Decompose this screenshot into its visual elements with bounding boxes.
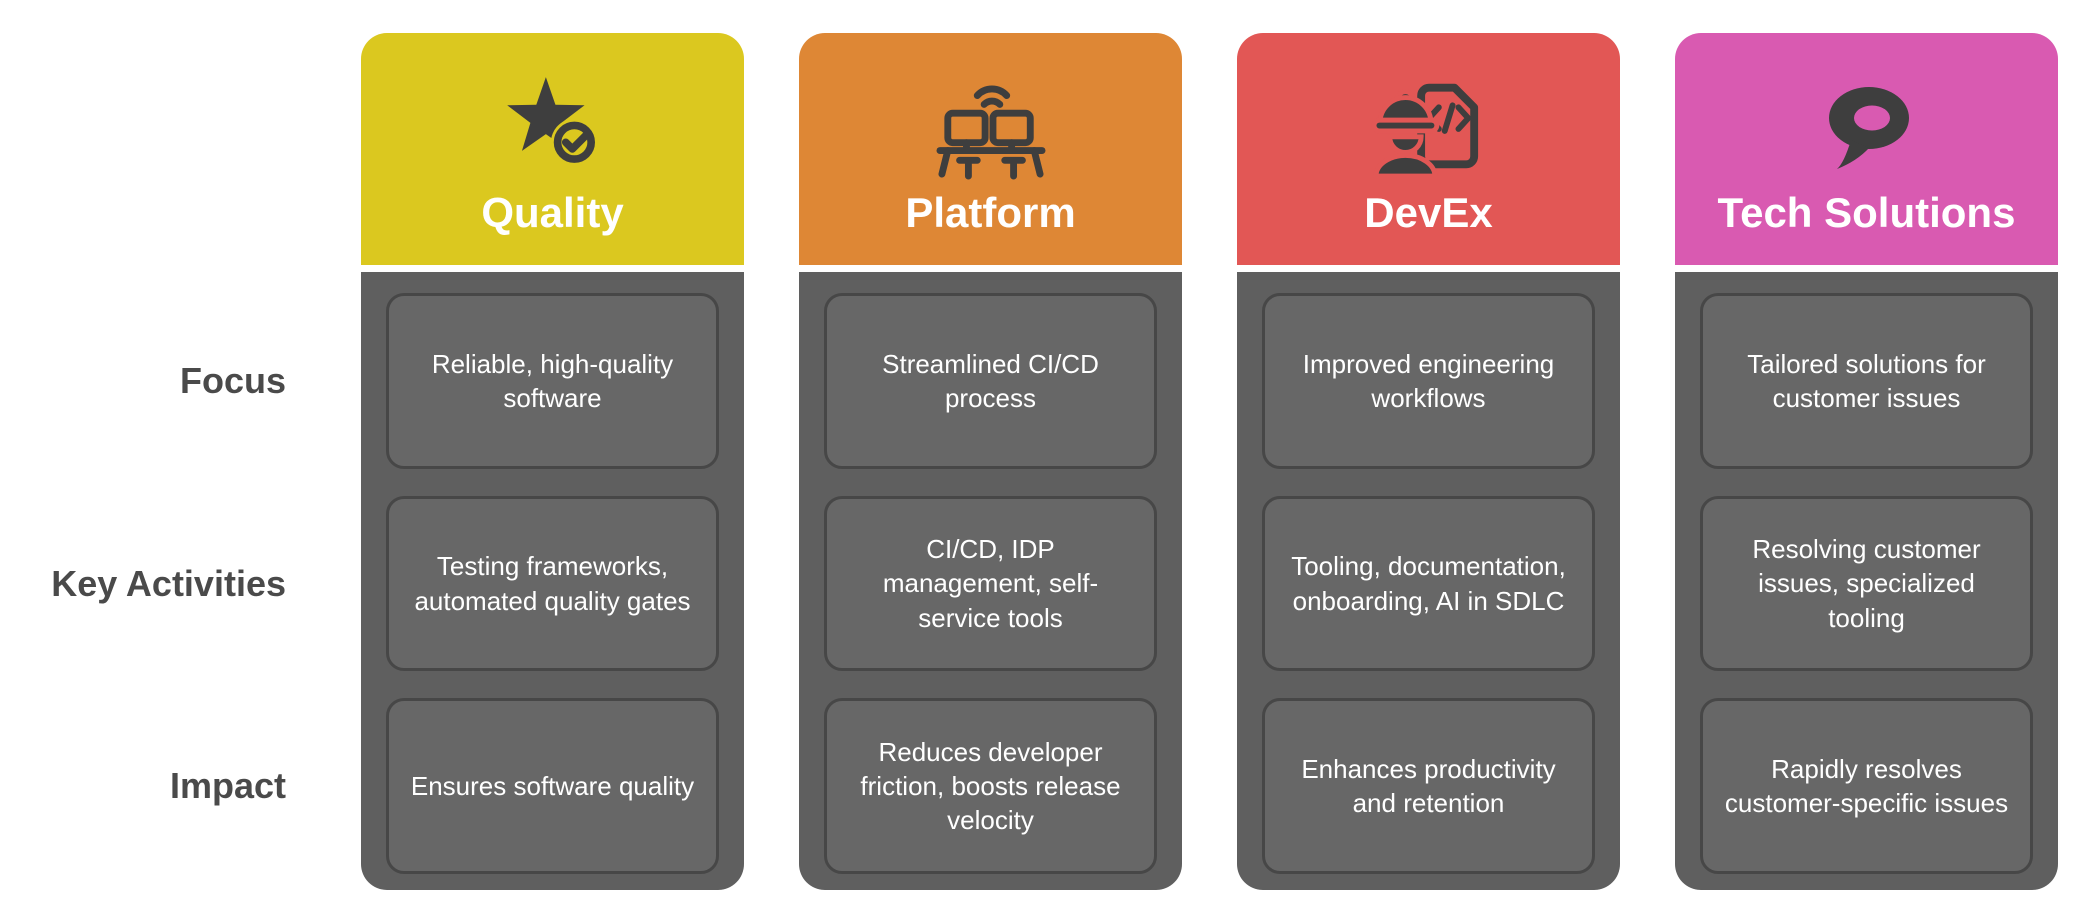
- cell-text: CI/CD, IDP management, self-service tool…: [882, 534, 1099, 633]
- cell-quality-impact: Ensures software quality: [386, 698, 719, 875]
- column-platform: Platform Streamlined CI/CD process CI/CD…: [799, 33, 1182, 890]
- cell-tech-solutions-impact: Rapidly resolves customer-specific issue…: [1700, 698, 2033, 875]
- cell-text: Tailored solutions for customer issues: [1747, 348, 1986, 413]
- star-check-icon: [497, 72, 609, 180]
- workstations-wifi-icon: [932, 72, 1050, 180]
- column-tech-solutions: Tech Solutions Tailored solutions for cu…: [1675, 33, 2058, 890]
- column-quality: Quality Reliable, high-quality software …: [361, 33, 744, 890]
- column-title: Tech Solutions: [1717, 189, 2016, 236]
- cell-platform-key-activities: CI/CD, IDP management, self-service tool…: [824, 495, 1157, 672]
- cell-text: Enhances productivity and retention: [1301, 753, 1556, 819]
- cell-text: Testing frameworks, automated quality ga…: [414, 551, 691, 616]
- cell-text: Resolving customer issues, specialized t…: [1752, 534, 1981, 633]
- column-platform-body: Streamlined CI/CD process CI/CD, IDP man…: [799, 272, 1182, 890]
- speech-bubble-icon: [1815, 72, 1919, 180]
- column-title: DevEx: [1364, 189, 1493, 236]
- column-quality-body: Reliable, high-quality software Testing …: [361, 272, 744, 890]
- cell-devex-key-activities: Tooling, documentation, onboarding, AI i…: [1262, 495, 1595, 672]
- cell-text: Tooling, documentation, onboarding, AI i…: [1291, 551, 1566, 616]
- cell-text: Streamlined CI/CD process: [882, 348, 1099, 413]
- cell-devex-impact: Enhances productivity and retention: [1262, 698, 1595, 875]
- row-labels-rows: Focus Key Activities Impact: [0, 272, 286, 890]
- row-label-focus: Focus: [179, 360, 286, 402]
- engineer-code-icon: [1370, 72, 1488, 180]
- column-platform-header: Platform: [799, 33, 1182, 265]
- cell-text: Reliable, high-quality software: [431, 348, 674, 413]
- column-title: Platform: [905, 189, 1076, 236]
- cell-text: Rapidly resolves customer-specific issue…: [1724, 753, 2009, 819]
- row-labels-spacer: [0, 33, 286, 272]
- cell-tech-solutions-focus: Tailored solutions for customer issues: [1700, 293, 2033, 469]
- row-label-key-activities: Key Activities: [51, 562, 286, 604]
- column-quality-header: Quality: [361, 33, 744, 265]
- cell-devex-focus: Improved engineering workflows: [1262, 293, 1595, 469]
- cell-platform-impact: Reduces developer friction, boosts relea…: [824, 698, 1157, 875]
- cell-quality-focus: Reliable, high-quality software: [386, 293, 719, 469]
- cell-platform-focus: Streamlined CI/CD process: [824, 293, 1157, 469]
- column-title: Quality: [481, 189, 624, 236]
- column-devex-header: DevEx: [1237, 33, 1620, 265]
- cell-text: Ensures software quality: [410, 771, 695, 802]
- cell-quality-key-activities: Testing frameworks, automated quality ga…: [386, 495, 719, 672]
- column-tech-solutions-header: Tech Solutions: [1675, 33, 2058, 265]
- column-tech-solutions-body: Tailored solutions for customer issues R…: [1675, 272, 2058, 890]
- cell-text: Reduces developer friction, boosts relea…: [860, 736, 1121, 836]
- column-devex: DevEx Improved engineering workflows Too…: [1237, 33, 1620, 890]
- column-devex-body: Improved engineering workflows Tooling, …: [1237, 272, 1620, 890]
- cell-tech-solutions-key-activities: Resolving customer issues, specialized t…: [1700, 495, 2033, 672]
- cell-text: Improved engineering workflows: [1302, 348, 1555, 413]
- row-label-impact: Impact: [169, 765, 286, 807]
- row-labels-column: Focus Key Activities Impact: [0, 33, 306, 890]
